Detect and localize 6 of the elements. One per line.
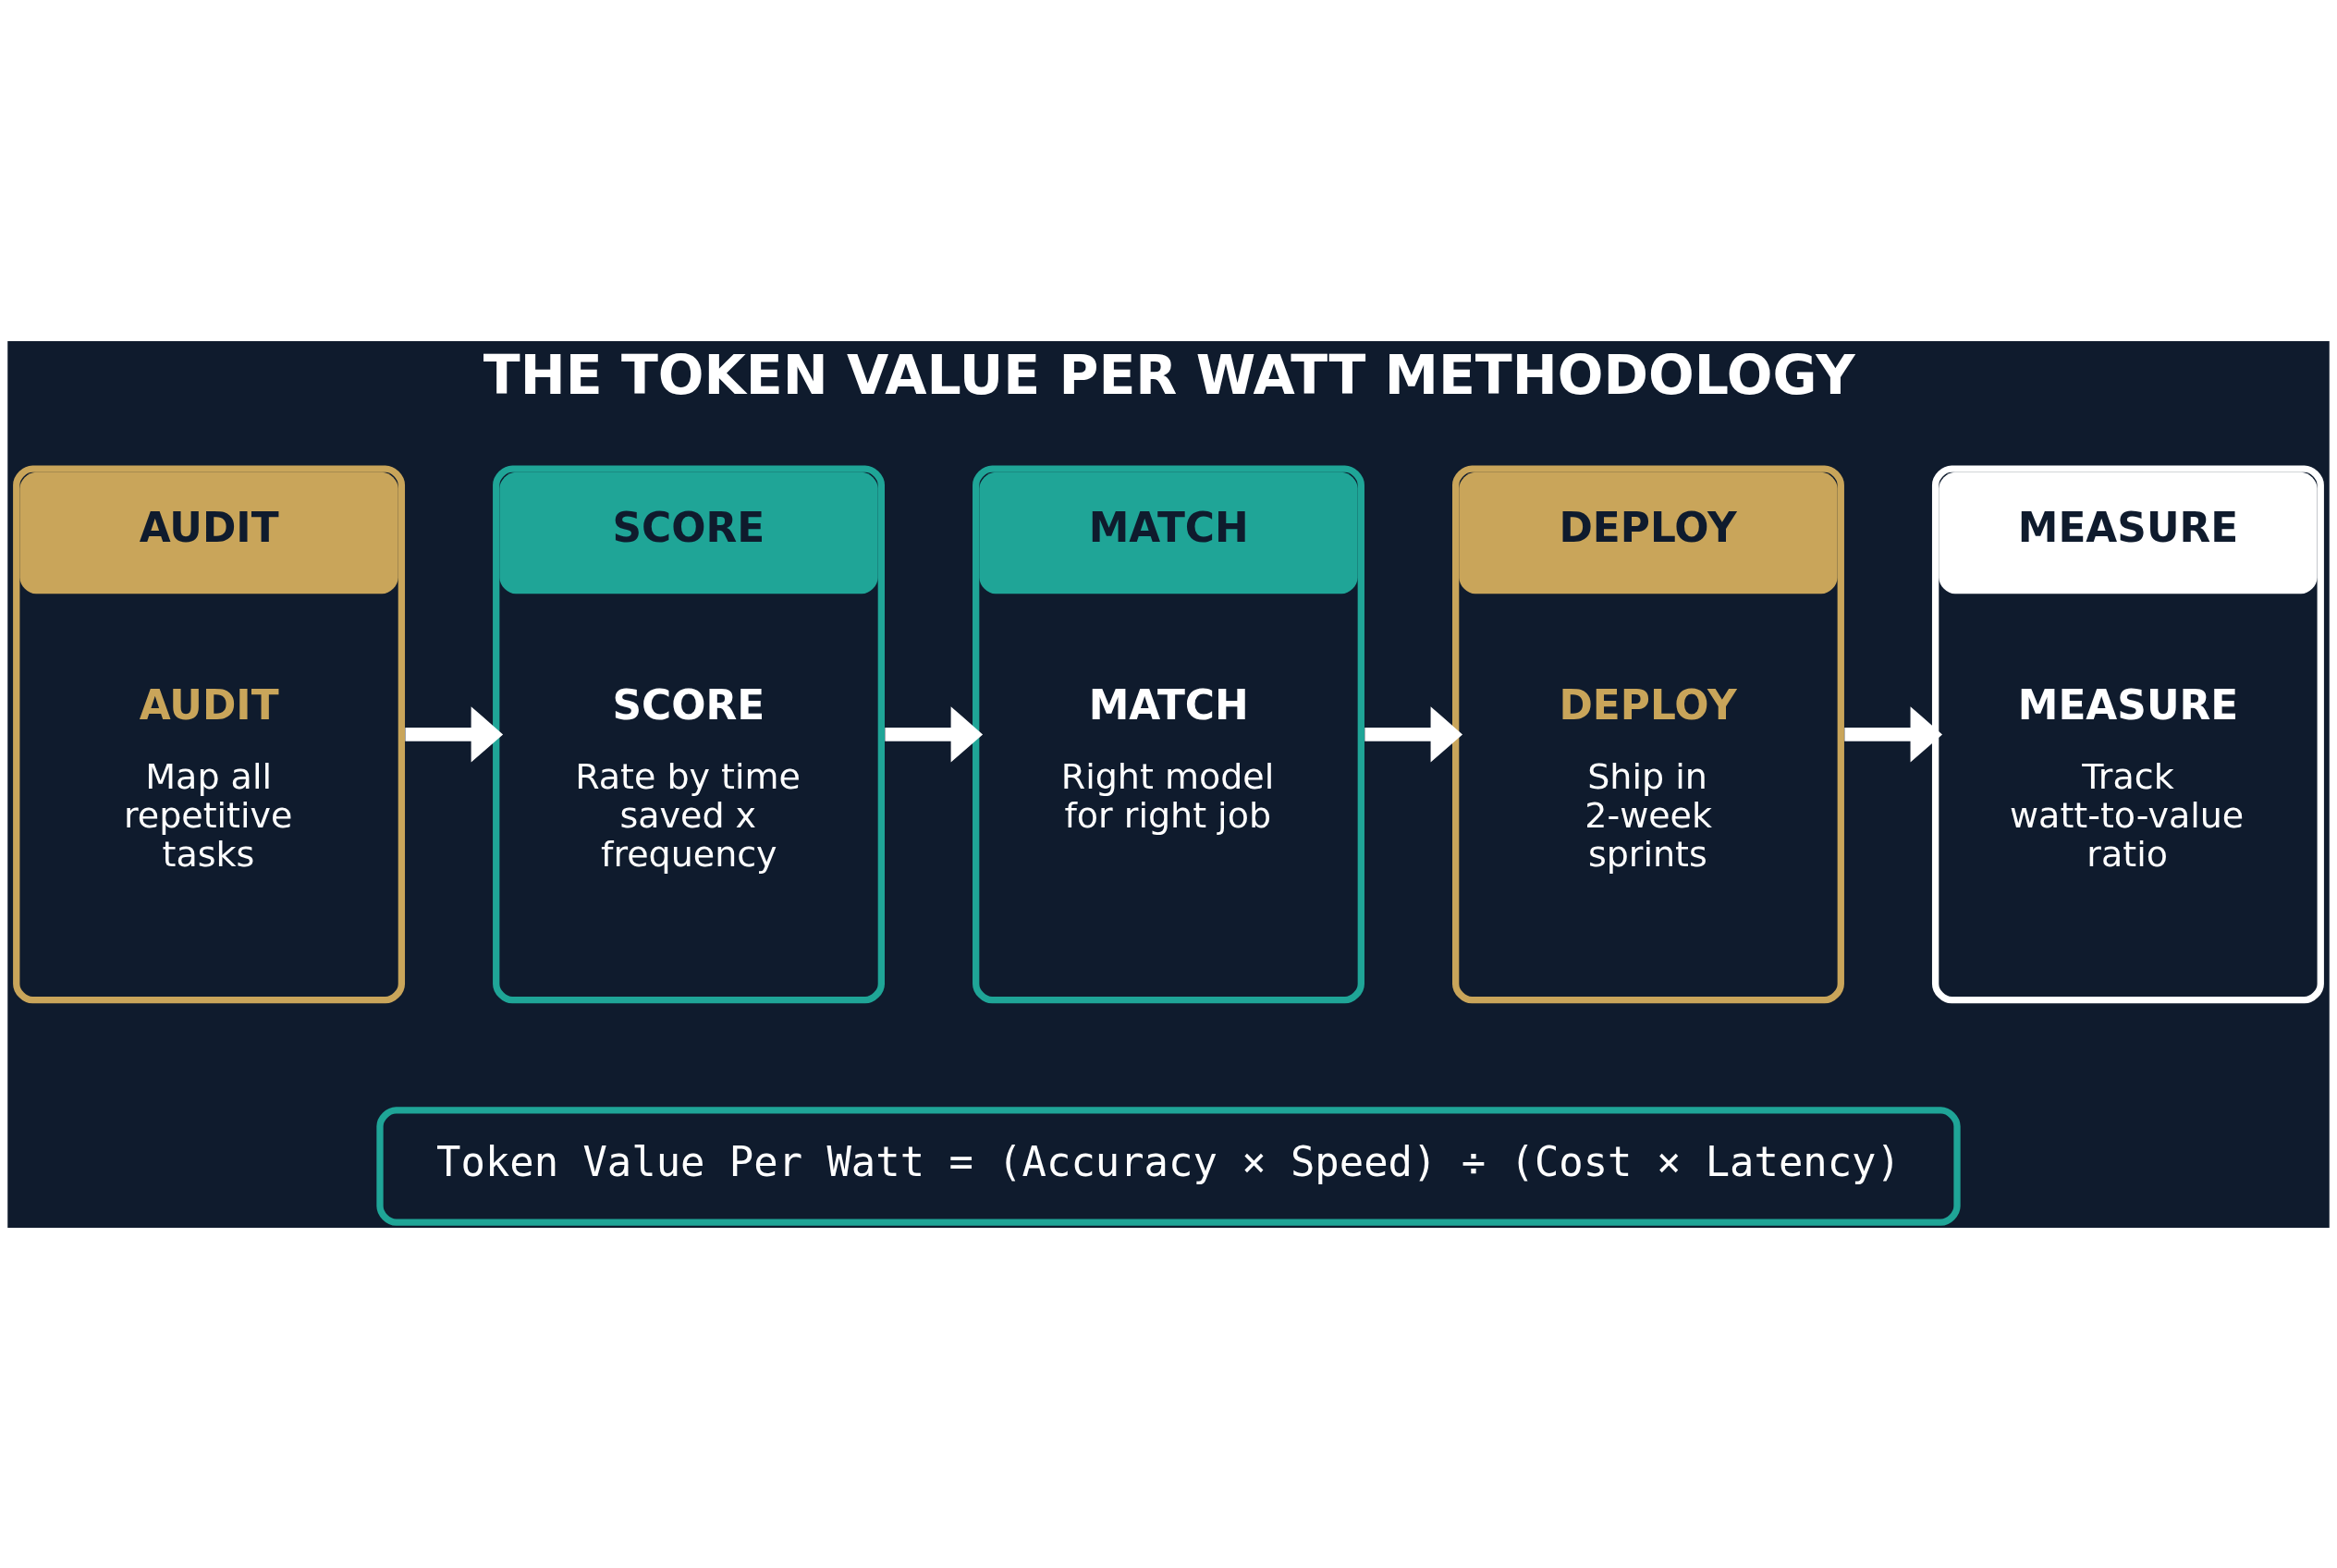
diagram-title: THE TOKEN VALUE PER WATT METHODOLOGY bbox=[483, 343, 1855, 407]
arrow bbox=[1844, 705, 1943, 763]
node-box: Token Value Per Watt = (Accuracy × Speed) ÷ (Cost × Latency) bbox=[376, 1106, 1961, 1226]
arrow bbox=[1364, 705, 1463, 763]
arrow bbox=[885, 705, 984, 763]
arrow bbox=[405, 705, 504, 763]
